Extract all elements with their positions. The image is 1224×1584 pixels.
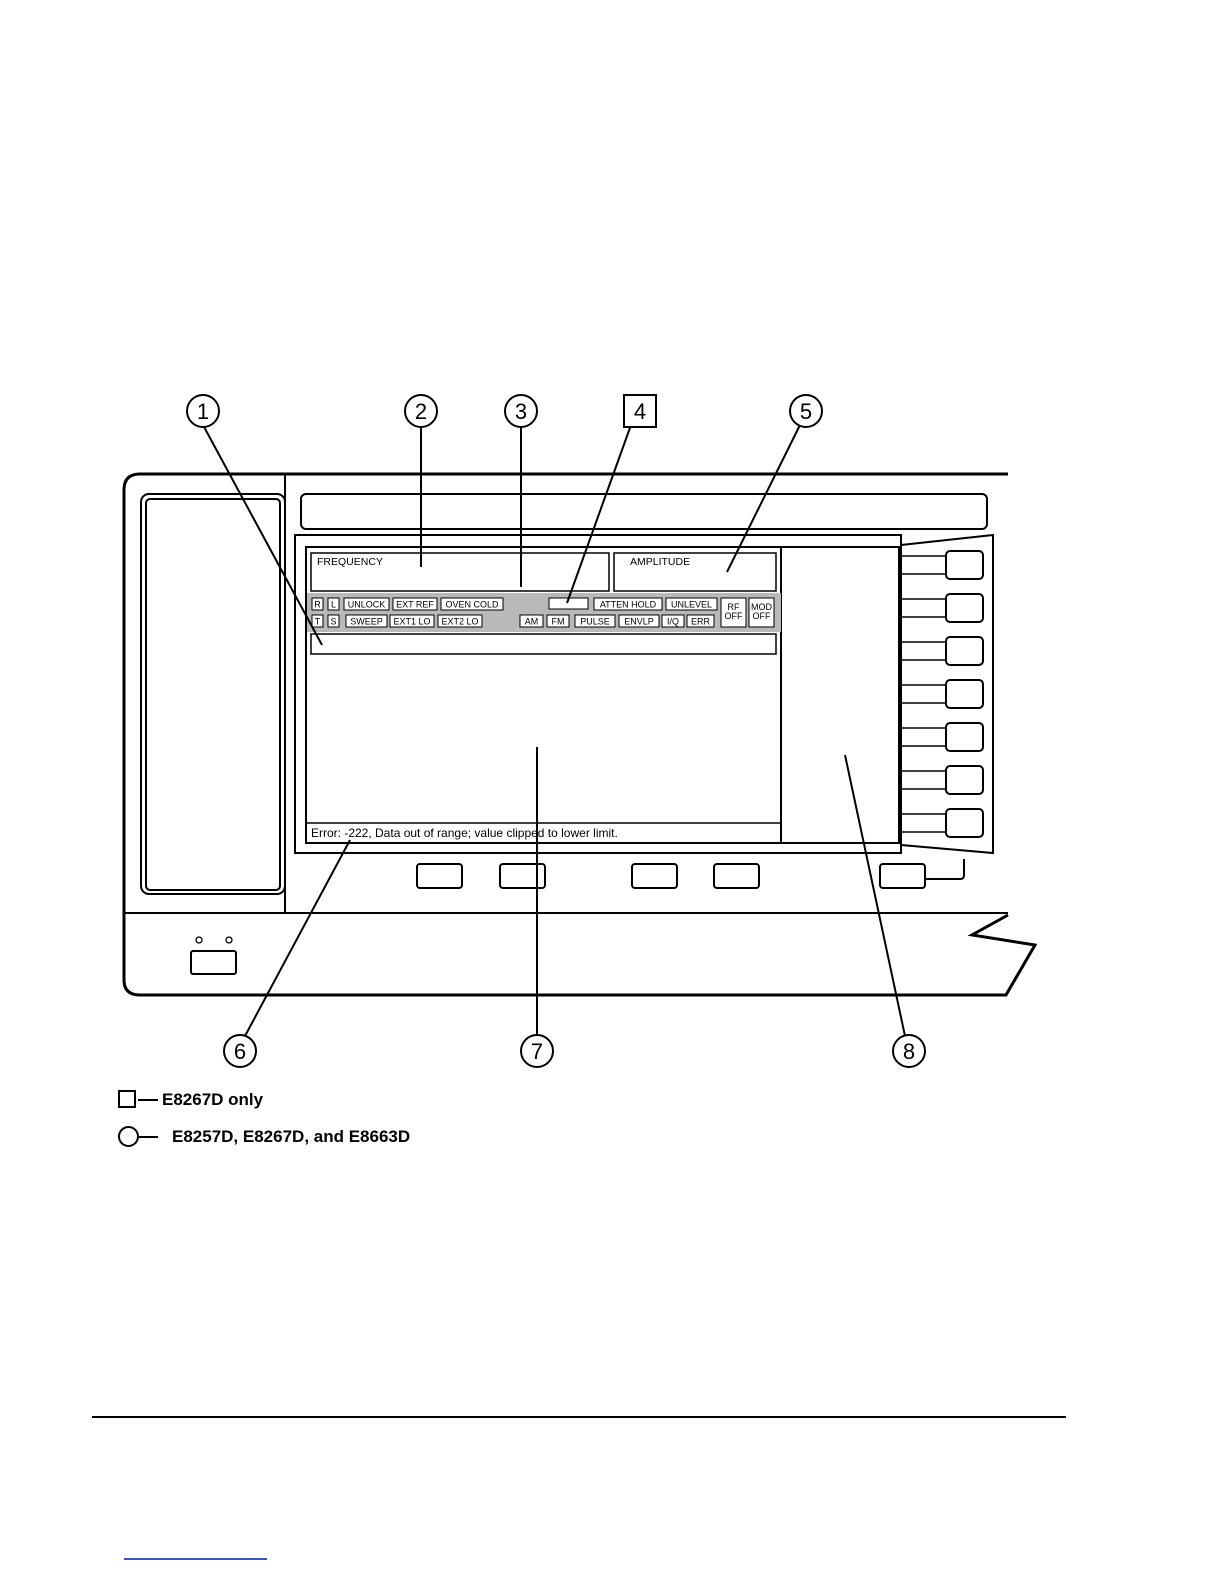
svg-text:OFF: OFF [753,611,771,621]
svg-text:UNLOCK: UNLOCK [348,600,386,610]
annunciator-t: T [312,615,323,627]
softkey-2[interactable] [901,594,983,622]
annunciator-ext2-lo: EXT2 LO [438,615,482,627]
svg-text:UNLEVEL: UNLEVEL [671,600,712,610]
bottom-key-2[interactable] [500,864,545,888]
svg-text:1: 1 [197,399,209,424]
annunciator-unlevel: UNLEVEL [666,598,717,610]
bottom-key-3[interactable] [632,864,677,888]
led-indicator-left [196,937,202,943]
annunciator-envlp: ENVLP [619,615,659,627]
error-message: Error: -222, Data out of range; value cl… [311,826,618,840]
callout-3: 3 [505,395,537,427]
svg-text:8: 8 [903,1039,915,1064]
svg-text:ATTEN HOLD: ATTEN HOLD [600,600,657,610]
legend-square-label: E8267D only [162,1090,263,1110]
callout-4: 4 [624,395,656,427]
annunciator-sweep: SWEEP [346,615,387,627]
svg-text:T: T [315,617,321,627]
callout-7: 7 [521,1035,553,1067]
annunciator-i-q: I/Q [662,615,684,627]
svg-text:4: 4 [634,399,646,424]
return-key-connector [926,859,964,879]
annunciator-fm: FM [547,615,569,627]
svg-text:2: 2 [415,399,427,424]
left-panel-outer [141,494,285,894]
annunciator-atten-hold: ATTEN HOLD [594,598,662,610]
annunciator-oven-cold: OVEN COLD [441,598,503,610]
svg-text:L: L [331,600,336,610]
svg-text:S: S [330,617,336,627]
page-link-underline[interactable] [124,1558,267,1560]
svg-text:I/Q: I/Q [667,617,679,627]
svg-text:EXT1 LO: EXT1 LO [393,617,430,627]
annunciator-pulse: PULSE [575,615,615,627]
callout-6: 6 [224,1035,256,1067]
return-key[interactable] [880,864,925,888]
annunciator-r: R [312,598,323,610]
bottom-key-1[interactable] [417,864,462,888]
svg-text:SWEEP: SWEEP [350,617,383,627]
svg-text:R: R [314,600,321,610]
bottom-keys [417,864,925,888]
softkey-1[interactable] [901,551,983,579]
annunciator-am: AM [520,615,543,627]
svg-text:ENVLP: ENVLP [624,617,654,627]
svg-text:ERR: ERR [691,617,711,627]
led-indicator-right [226,937,232,943]
svg-text:PULSE: PULSE [580,617,610,627]
leader-line-6 [245,840,350,1036]
callout-1: 1 [187,395,219,427]
softkey-6[interactable] [901,766,983,794]
annunciator-s: S [328,615,339,627]
svg-text:OVEN COLD: OVEN COLD [445,600,499,610]
svg-text:EXT REF: EXT REF [396,600,434,610]
softkey-7[interactable] [901,809,983,837]
svg-text:7: 7 [531,1039,543,1064]
annunciator-ext1-lo: EXT1 LO [390,615,434,627]
svg-text:AM: AM [525,617,539,627]
legend-circle-label: E8257D, E8267D, and E8663D [172,1127,410,1147]
legend-circle-row: E8257D, E8267D, and E8663D [118,1124,410,1150]
top-strip [301,494,987,529]
power-button [191,951,236,974]
svg-text:6: 6 [234,1039,246,1064]
callout-2: 2 [405,395,437,427]
annunciator-l: L [328,598,339,610]
legend-square-symbol [118,1089,160,1111]
softkeys [901,551,983,837]
footer-rule [92,1416,1066,1418]
svg-text:3: 3 [515,399,527,424]
svg-text:FM: FM [552,617,565,627]
left-panel-inner [146,499,280,890]
callout-5: 5 [790,395,822,427]
softkey-3[interactable] [901,637,983,665]
callout-8: 8 [893,1035,925,1067]
svg-text:OFF: OFF [725,611,743,621]
softkey-5[interactable] [901,723,983,751]
frequency-label: FREQUENCY [317,556,383,568]
legend-square-row: E8267D only [118,1087,263,1113]
annunciator-ext-ref: EXT REF [393,598,437,610]
bottom-key-4[interactable] [714,864,759,888]
svg-text:5: 5 [800,399,812,424]
svg-text:EXT2 LO: EXT2 LO [441,617,478,627]
annunciator-err: ERR [687,615,714,627]
amplitude-label: AMPLITUDE [630,556,690,568]
softkey-4[interactable] [901,680,983,708]
annunciator-unlock: UNLOCK [344,598,389,610]
legend-circle-symbol [118,1126,160,1148]
